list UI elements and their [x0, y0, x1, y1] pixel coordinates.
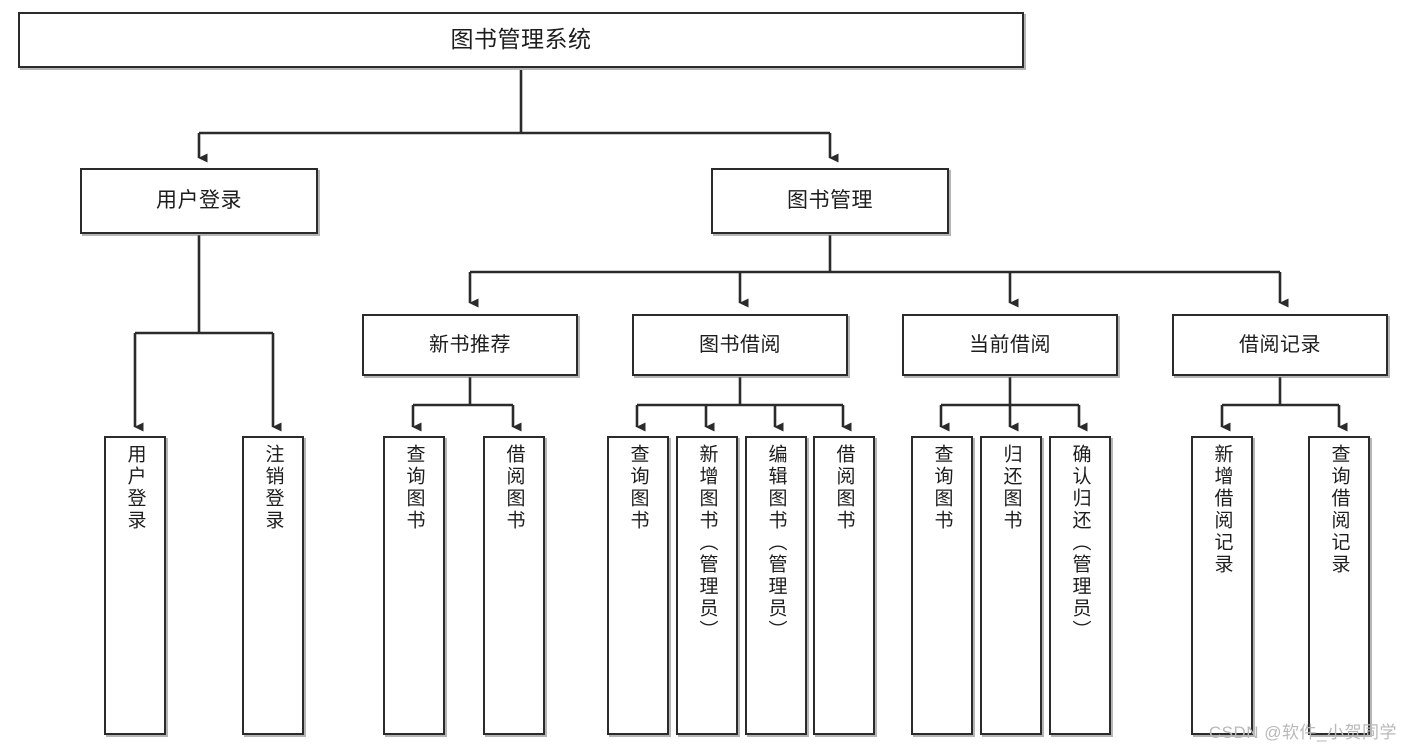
node-label: 归还图书 [1000, 444, 1022, 532]
node-leaf-add-record[interactable]: 新增借阅记录 [1191, 436, 1253, 735]
node-leaf-add-book[interactable]: 新增图书（管理员） [676, 436, 738, 735]
node-root-system[interactable]: 图书管理系统 [18, 12, 1024, 68]
node-current-borrow[interactable]: 当前借阅 [902, 314, 1118, 376]
node-borrow-record[interactable]: 借阅记录 [1172, 314, 1388, 376]
node-label: 查询借阅记录 [1328, 444, 1350, 576]
node-leaf-borrow-book-2[interactable]: 借阅图书 [813, 436, 875, 735]
node-leaf-return-book[interactable]: 归还图书 [980, 436, 1042, 735]
node-label: 查询图书 [931, 444, 953, 532]
node-book-manage[interactable]: 图书管理 [711, 168, 949, 234]
node-label: 借阅图书 [503, 444, 525, 532]
node-leaf-query-book-3[interactable]: 查询图书 [911, 436, 973, 735]
node-label: 图书借阅 [699, 333, 781, 356]
node-label: 图书管理 [787, 189, 873, 213]
node-new-book-rec[interactable]: 新书推荐 [362, 314, 578, 376]
node-leaf-user-login[interactable]: 用户登录 [104, 436, 166, 735]
node-label: 编辑图书（管理员） [765, 444, 787, 642]
node-label: 确认归还（管理员） [1069, 444, 1091, 642]
node-leaf-edit-book[interactable]: 编辑图书（管理员） [745, 436, 807, 735]
node-label: 用户登录 [156, 189, 242, 213]
node-leaf-query-book-1[interactable]: 查询图书 [383, 436, 445, 735]
node-label: 当前借阅 [969, 333, 1051, 356]
node-label: 用户登录 [124, 444, 146, 532]
node-book-borrow[interactable]: 图书借阅 [632, 314, 848, 376]
node-label: 借阅图书 [833, 444, 855, 532]
node-label: 查询图书 [627, 444, 649, 532]
node-leaf-logout[interactable]: 注销登录 [242, 436, 304, 735]
node-label: 新增借阅记录 [1211, 444, 1233, 576]
node-label: 新书推荐 [429, 333, 511, 356]
watermark: CSDN @软件_小贺同学 [1208, 723, 1397, 742]
node-label: 新增图书（管理员） [696, 444, 718, 642]
node-leaf-query-book-2[interactable]: 查询图书 [607, 436, 669, 735]
node-label: 查询图书 [403, 444, 425, 532]
node-label: 借阅记录 [1239, 333, 1321, 356]
node-leaf-confirm-return[interactable]: 确认归还（管理员） [1049, 436, 1111, 735]
node-label: 图书管理系统 [450, 26, 592, 53]
node-leaf-borrow-book-1[interactable]: 借阅图书 [483, 436, 545, 735]
node-leaf-query-record[interactable]: 查询借阅记录 [1308, 436, 1370, 735]
node-label: 注销登录 [262, 444, 284, 532]
node-user-login[interactable]: 用户登录 [80, 168, 318, 234]
